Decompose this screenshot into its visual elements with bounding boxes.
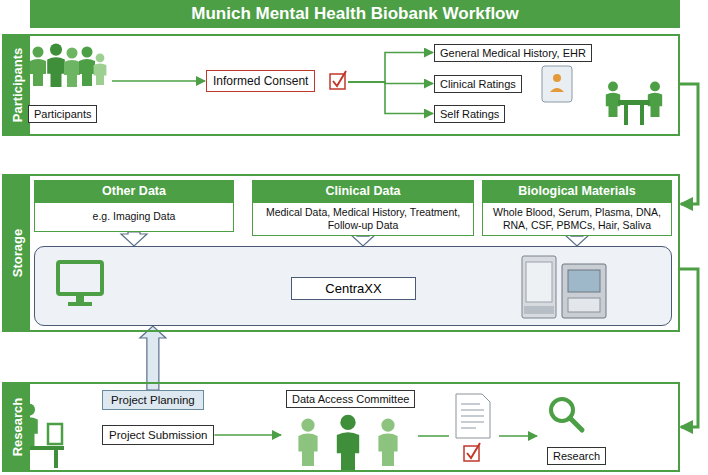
section-panel: ParticipantsParticipants Informed Consent…	[2, 34, 680, 136]
section-panel: Storage Other Datae.g. Imaging Data Clinic…	[2, 174, 680, 332]
label-box: Clinical Ratings	[434, 74, 522, 93]
box-label: Self Ratings	[434, 105, 505, 123]
tablet-icon	[542, 66, 572, 102]
consent-node: Informed Consent	[206, 70, 348, 94]
node-label: Data Access Committee	[286, 390, 415, 408]
database-name: CentraXX	[291, 277, 416, 300]
section-heading: Research	[10, 398, 25, 457]
check-box	[330, 71, 346, 89]
data-category: Biological MaterialsWhole Blood, Serum, …	[482, 180, 672, 236]
box-label: Project Planning	[102, 390, 204, 410]
section-heading: Storage	[10, 229, 25, 277]
connector-arrow	[418, 435, 537, 437]
icon-node: Participants	[12, 38, 112, 124]
consent-label: Informed Consent	[206, 70, 315, 92]
magnifier-icon	[551, 399, 582, 430]
committee-icon	[298, 415, 397, 470]
rotated-heading: Storage	[8, 229, 26, 277]
storage-ground	[34, 246, 672, 326]
data-category: Other Datae.g. Imaging Data	[34, 180, 234, 232]
freezer-icon	[522, 256, 606, 318]
diagram-title: Munich Mental Health Biobank Workflow	[191, 4, 518, 24]
category-heading: Clinical Data	[252, 180, 474, 202]
section-panel: Research Project PlanningProject Submissi…	[2, 382, 680, 472]
data-category: Clinical DataMedical Data, Medical Histo…	[252, 180, 474, 236]
box-label: General Medical History, EHR	[434, 44, 592, 62]
category-heading: Biological Materials	[482, 180, 672, 202]
section-band: Participants	[4, 36, 30, 134]
flow-bracket-arrow	[680, 84, 698, 204]
node-label: Participants	[28, 105, 97, 123]
committee-node: Data Access Committee	[282, 388, 418, 468]
category-heading: Other Data	[34, 180, 234, 202]
section-band: Storage	[4, 176, 30, 330]
database-box: CentraXX	[34, 246, 672, 326]
connector-arrow	[112, 80, 205, 82]
section-band: Research	[4, 384, 30, 470]
rotated-heading: Participants	[8, 48, 26, 122]
planning-box: Project Planning	[102, 390, 204, 410]
document-icon	[456, 394, 490, 461]
label-box: Project Submission	[102, 425, 214, 445]
monitor-icon	[58, 262, 102, 306]
box-label: Clinical Ratings	[434, 75, 522, 93]
label-box: Self Ratings	[434, 104, 505, 123]
hollow-arrow	[140, 326, 166, 390]
category-body: e.g. Imaging Data	[34, 202, 234, 232]
participants-icon	[18, 44, 107, 87]
icon-node: Research	[538, 392, 614, 466]
box-label: Project Submission	[102, 425, 214, 445]
hollow-arrow	[121, 232, 147, 246]
connector-arrow	[348, 53, 433, 83]
connector-arrow	[214, 434, 281, 436]
section-heading: Participants	[10, 48, 25, 122]
category-body: Whole Blood, Serum, Plasma, DNA, RNA, CS…	[482, 202, 672, 236]
meeting-icon	[606, 81, 662, 125]
title-bar: Munich Mental Health Biobank Workflow	[30, 0, 680, 28]
flow-bracket-arrow	[680, 269, 698, 427]
node-label: Research	[547, 447, 606, 465]
rotated-heading: Research	[8, 398, 26, 457]
connector-arrow	[348, 82, 433, 114]
label-box: General Medical History, EHR	[434, 43, 592, 62]
category-body: Medical Data, Medical History, Treatment…	[252, 202, 474, 236]
